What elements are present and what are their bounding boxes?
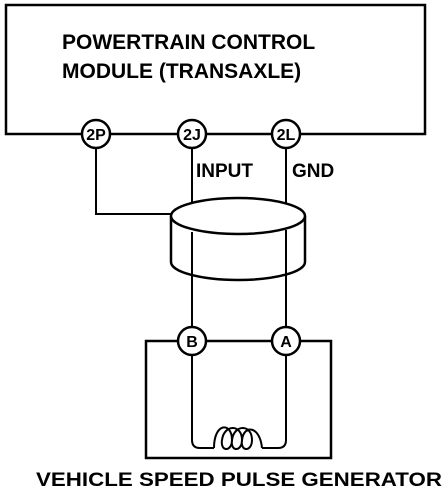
shield-cylinder	[169, 196, 307, 282]
pin-b: B	[176, 325, 208, 357]
shield-drain-wire	[95, 148, 177, 215]
pcm-title-line2: MODULE (TRANSAXLE)	[62, 60, 301, 83]
svg-text:2P: 2P	[86, 127, 106, 144]
svg-text:B: B	[186, 334, 198, 351]
svg-text:2L: 2L	[277, 127, 296, 144]
pin-2p: 2P	[80, 118, 112, 150]
sensor-housing	[144, 339, 333, 460]
pickup-coil	[191, 355, 287, 450]
sensor-caption: VEHICLE SPEED PULSE GENERATOR	[36, 470, 442, 491]
pin-2l: 2L	[270, 118, 302, 150]
svg-text:A: A	[280, 334, 292, 351]
pcm-box	[4, 3, 427, 136]
pcm-title-line1: POWERTRAIN CONTROL	[62, 31, 315, 54]
pin-2j: 2J	[176, 118, 208, 150]
svg-text:2J: 2J	[183, 127, 201, 144]
pin-a: A	[270, 325, 302, 357]
gnd-label: GND	[292, 161, 334, 182]
input-label: INPUT	[196, 161, 253, 182]
